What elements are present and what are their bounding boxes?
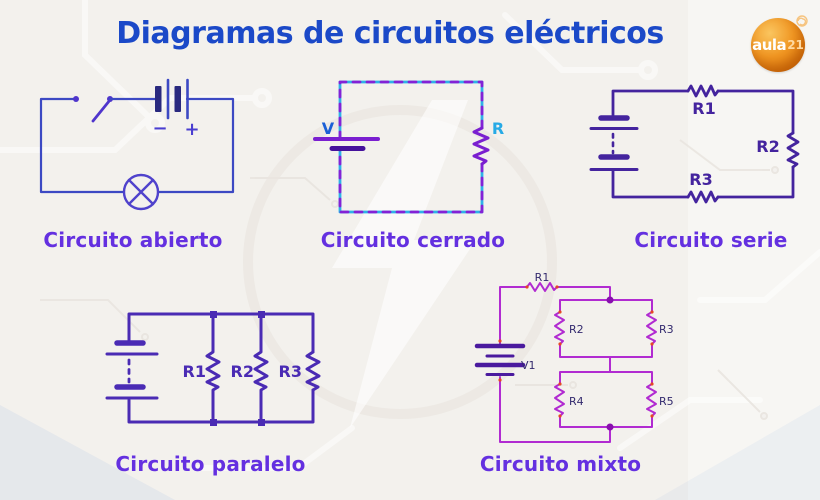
resistor-r2-icon [253,312,269,424]
battery-minus-label: − [152,118,167,139]
open-switch-icon [73,96,113,123]
wire [499,376,611,443]
logo-suffix-text: 21 [787,38,804,52]
r1-label: R1 [535,271,550,284]
wire [156,97,235,194]
battery-icon [474,343,526,376]
caption-circuito-abierto: Circuito abierto [43,228,223,252]
resistor-r3-icon [686,190,720,204]
battery-icon [155,78,189,120]
resistor-r4-icon [554,383,565,417]
battery-icon [105,340,159,400]
circuit-abierto: − + [39,78,235,211]
resistor-r1-icon [205,312,221,424]
parallel-box-top [559,299,653,358]
voltage-label: V [322,119,335,138]
page-title: Diagramas de circuitos eléctricos [116,16,664,51]
junction-dots [606,296,614,431]
logo-brand-text: aula [752,36,787,54]
caption-circuito-paralelo: Circuito paralelo [115,452,306,476]
circuit-mixto: R1 V1 R2 R3 R4 R5 [474,271,674,443]
r1-label: R1 [183,362,206,381]
r1-label: R1 [692,99,715,118]
caption-circuito-serie: Circuito serie [634,228,788,252]
wire [611,89,795,199]
sparkle-doodle-icon [796,15,808,27]
resistor-r1-icon [686,84,720,98]
junction-dots [210,311,265,426]
wire-dashed-overlay [338,80,484,214]
pin-markers [498,285,654,418]
resistor-r3-icon [646,311,657,345]
r2-label: R2 [569,323,584,336]
circuit-paralelo: R1 R2 R3 [105,311,321,426]
wire [127,312,315,424]
parallel-box-bottom [559,371,653,428]
r4-label: R4 [569,395,584,408]
resistor-r2-icon [786,131,800,169]
r3-label: R3 [689,170,712,189]
r5-label: R5 [659,395,674,408]
wire [499,286,611,345]
lightning-bolt-watermark-icon [332,100,476,428]
battery-plus-label: + [184,119,199,140]
r2-label: R2 [756,137,779,156]
resistor-r3-icon [305,350,321,392]
wire [39,97,126,194]
resistor-r1-icon [526,282,558,292]
caption-circuito-mixto: Circuito mixto [479,452,642,476]
lamp-icon [122,173,160,211]
background-traces-white [0,0,820,468]
battery-icon [589,115,639,171]
resistor-label: R [492,119,504,138]
circuit-serie: R1 R2 R3 [589,84,800,204]
background-light-band [688,0,820,500]
source-label: V1 [521,359,536,372]
r3-label: R3 [659,323,674,336]
resistor-r5-icon [646,383,657,417]
circuit-cerrado: V R [313,80,504,214]
r2-label: R2 [231,362,254,381]
background-tint-left [0,405,175,500]
caption-circuito-cerrado: Circuito cerrado [320,228,506,252]
battery-icon [313,137,380,151]
r3-label: R3 [279,362,302,381]
resistor-r2-icon [554,311,565,345]
watermark-circle [243,105,557,419]
resistor-icon [472,126,490,166]
background-tint-right [655,405,820,500]
